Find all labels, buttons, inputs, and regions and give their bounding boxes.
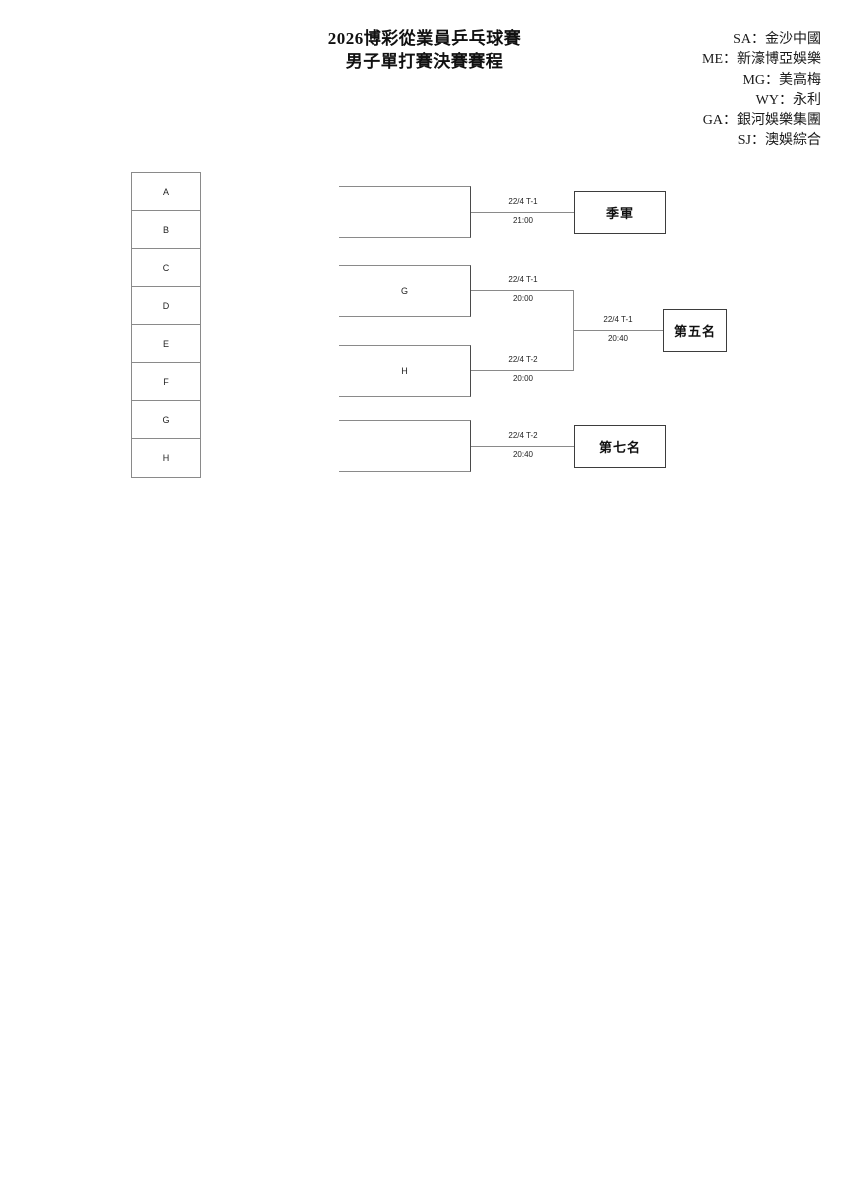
legend-entry-me: ME：新濠博亞娛樂 (702, 52, 821, 68)
legend-entry-ga: GA：銀河娛樂集團 (702, 113, 821, 129)
match-time-fifth-place: 20:40 (607, 334, 629, 343)
match-pair-seventh-place (339, 420, 471, 472)
legend-entry-sj: SJ：澳娛綜合 (737, 133, 821, 149)
result-box-fifth-place: 第五名 (663, 309, 727, 352)
match-time-third-place: 21:00 (512, 216, 534, 225)
connector-third-place (471, 212, 574, 213)
seed-box-d: D (132, 287, 200, 325)
connector-semi-h (471, 370, 573, 371)
connector-seventh-place (471, 446, 574, 447)
match-pair-third-place (339, 186, 471, 238)
seed-box-g: G (132, 401, 200, 439)
legend-entry-sa: SA：金沙中國 (733, 32, 821, 47)
seed-box-e: E (132, 325, 200, 363)
match-slot-label-semi-h: H (401, 366, 408, 376)
connector-fifth-place (573, 330, 663, 331)
seed-box-h: H (162, 453, 170, 463)
match-time-semi-h: 20:00 (512, 374, 534, 383)
seed-box-a: A (132, 173, 200, 211)
connector-semi-g (471, 290, 573, 291)
match-datecourt-semi-g: 22/4 T-1 (508, 275, 538, 284)
title-line-2: 男子單打賽決賽賽程 (345, 51, 504, 71)
tournament-bracket: 22/4 T-1 21:00 季軍 G 22/4 T-1 20:00 H 22/… (0, 0, 849, 520)
match-datecourt-seventh-place: 22/4 T-2 (508, 431, 538, 440)
match-pair-semi-h: H (339, 345, 471, 397)
match-slot-label-semi-g: G (400, 286, 408, 296)
seed-box-f: F (132, 363, 200, 401)
result-box-third-place: 季軍 (574, 191, 666, 234)
match-datecourt-fifth-place: 22/4 T-1 (603, 315, 633, 324)
result-box-seventh-place: 第七名 (574, 425, 666, 468)
seed-box-b: B (132, 211, 200, 249)
legend-entry-mg: MG：美高梅 (742, 72, 821, 88)
team-code-legend: SA：金沙中國 ME：新濠博亞娛樂 MG：美高梅 WY：永利 GA：銀河娛樂集團… (702, 30, 821, 152)
match-time-semi-g: 20:00 (512, 294, 534, 303)
legend-entry-wy: WY：永利 (755, 92, 821, 108)
seed-box-c: C (132, 249, 200, 287)
title-line-1: 2026博彩從業員乒乓球賽 (327, 29, 522, 48)
page-title: 2026博彩從業員乒乓球賽 男子單打賽決賽賽程 (0, 28, 849, 74)
seed-list: A B C D E F G H (131, 172, 201, 478)
match-pair-semi-g: G (339, 265, 471, 317)
match-time-seventh-place: 20:40 (512, 450, 534, 459)
match-datecourt-semi-h: 22/4 T-2 (508, 355, 538, 364)
match-datecourt-third-place: 22/4 T-1 (508, 197, 538, 206)
